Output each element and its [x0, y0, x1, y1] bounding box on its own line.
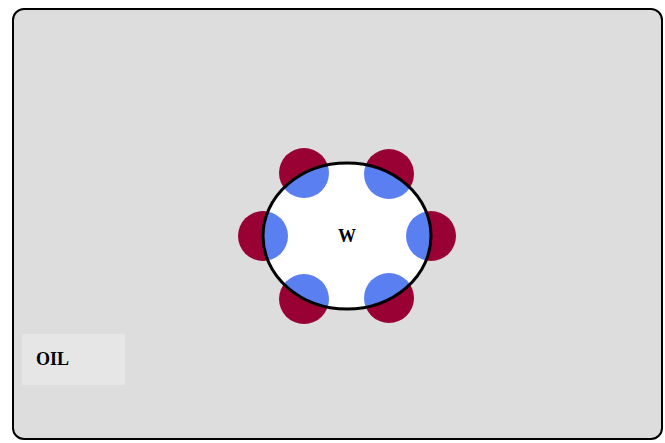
droplet-label: W — [338, 226, 356, 247]
water-droplet: W — [262, 162, 432, 310]
phase-label: OIL — [22, 334, 125, 385]
oil-phase-region: OIL W — [12, 8, 663, 440]
droplet-fill — [263, 163, 431, 309]
droplet-outline — [263, 163, 431, 309]
